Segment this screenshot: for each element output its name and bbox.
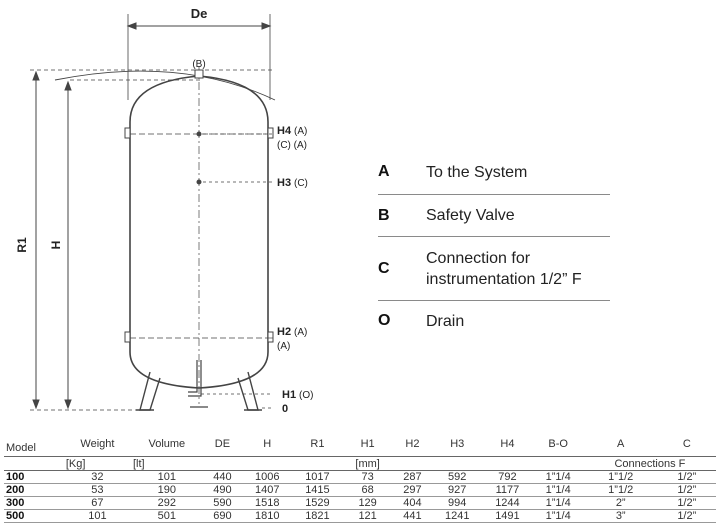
- unit-connections: Connections F: [583, 456, 716, 471]
- header-c: C: [682, 438, 691, 450]
- h4-label: H4: [277, 125, 292, 137]
- h4-c-label: (C) (A): [277, 140, 307, 151]
- b-label: (B): [192, 59, 205, 70]
- unit-weight: [Kg]: [63, 456, 131, 471]
- h4-a-label: (A): [294, 126, 307, 137]
- tank-technical-drawing: De (B) R1 H H4 (A) (C) (A) H3 (C) H2 (A)…: [15, 6, 313, 415]
- table-units-row: [Kg] [lt] [mm] Connections F: [4, 456, 716, 471]
- header-r1: R1: [310, 438, 325, 450]
- header-h2: H2: [405, 438, 420, 450]
- legend-key: C: [378, 259, 390, 277]
- header-h4: H4: [500, 438, 515, 450]
- h2-a1-label: (A): [294, 327, 307, 338]
- table-row: 300 67 292 590 1518 1529 129 404 994 124…: [4, 496, 716, 510]
- table-row: 100 32 101 440 1006 1017 73 287 592 792 …: [4, 470, 716, 484]
- unit-volume: [lt]: [130, 456, 203, 471]
- h1-o-label: (O): [299, 390, 313, 401]
- header-h3: H3: [450, 438, 465, 450]
- zero-label: 0: [282, 403, 288, 415]
- header-bo: B-O: [548, 438, 568, 450]
- de-label: De: [191, 6, 208, 21]
- legend-text: Safety Valve: [426, 207, 515, 224]
- header-h: H: [263, 438, 272, 450]
- legend-item-o: O Drain: [378, 301, 610, 341]
- legend-item-b: B Safety Valve: [378, 195, 610, 237]
- legend-key: B: [378, 206, 390, 224]
- h2-a2-label: (A): [277, 341, 290, 352]
- header-volume: Volume: [148, 438, 186, 450]
- unit-mm: [mm]: [342, 456, 393, 471]
- legend-text: Connection for instrumentation 1/2” F: [426, 249, 582, 288]
- h3-c-label: (C): [294, 178, 308, 189]
- table-row: 200 53 190 490 1407 1415 68 297 927 1177…: [4, 483, 716, 497]
- legend-item-c: C Connection for instrumentation 1/2” F: [378, 237, 610, 301]
- legend-text: Drain: [426, 312, 465, 330]
- header-de: DE: [214, 438, 231, 450]
- h3-label: H3: [277, 177, 291, 189]
- spec-table: Model Weight Volume DE H R1 H1 H2 H3 H4 …: [4, 432, 716, 523]
- legend-text: To the System: [426, 163, 528, 181]
- legend-item-a: A To the System: [378, 150, 610, 195]
- table-row: 500 101 501 690 1810 1821 121 441 1241 1…: [4, 509, 716, 523]
- header-a: A: [617, 438, 625, 450]
- header-h1: H1: [360, 438, 375, 450]
- legend: A To the System B Safety Valve C Connect…: [378, 150, 610, 341]
- r1-label: R1: [15, 237, 29, 253]
- legend-key: O: [378, 312, 391, 329]
- header-model: Model: [6, 442, 36, 454]
- legend-key: A: [378, 163, 390, 180]
- h1-label: H1: [282, 389, 296, 401]
- h-label: H: [49, 241, 63, 250]
- h2-label: H2: [277, 326, 291, 338]
- table-header-row: Model Weight Volume DE H R1 H1 H2 H3 H4 …: [4, 432, 716, 457]
- header-weight: Weight: [80, 438, 115, 450]
